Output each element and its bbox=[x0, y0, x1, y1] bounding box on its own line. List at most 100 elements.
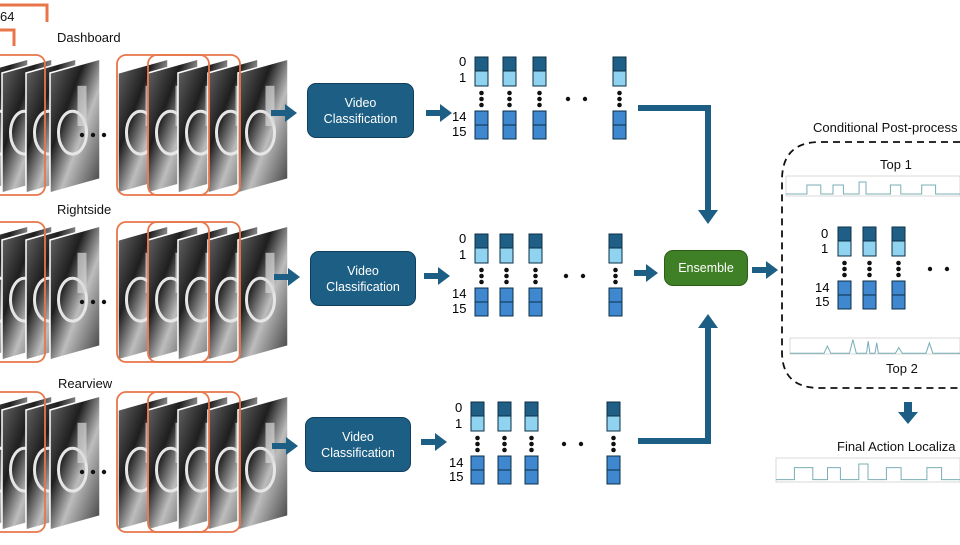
vertical-dot bbox=[613, 267, 618, 273]
class-index-1: 1 bbox=[455, 416, 463, 431]
top1-plot bbox=[785, 175, 960, 197]
vertical-dot bbox=[613, 279, 618, 285]
scores-rightside-column-3 bbox=[608, 233, 623, 317]
arrow-icon bbox=[646, 264, 658, 282]
model-label-line1: Video bbox=[347, 263, 379, 278]
scores-postprocess-column-2 bbox=[891, 226, 906, 310]
class-index-14: 14 bbox=[815, 280, 830, 295]
score-cell-mid bbox=[524, 469, 539, 485]
vertical-dot bbox=[504, 273, 509, 279]
score-cell-light bbox=[528, 247, 543, 264]
score-cell-dark bbox=[612, 56, 627, 72]
score-cell-light bbox=[524, 415, 539, 432]
ellipsis-dot bbox=[927, 266, 933, 272]
plot-line bbox=[790, 339, 960, 354]
ellipsis-dot bbox=[101, 132, 107, 138]
vertical-dot bbox=[529, 435, 534, 441]
score-cell-mid bbox=[862, 280, 877, 296]
score-cell-light bbox=[532, 70, 547, 87]
score-cell-light bbox=[497, 415, 512, 432]
final-localization-plot bbox=[775, 457, 960, 483]
model-label-line1: Video bbox=[344, 95, 377, 110]
class-index-15: 15 bbox=[449, 469, 464, 484]
top2-plot bbox=[789, 337, 960, 355]
class-index-15: 15 bbox=[815, 294, 830, 309]
vertical-dot bbox=[475, 441, 480, 447]
steering-wheel-shape bbox=[57, 276, 88, 323]
score-cell-mid bbox=[502, 110, 517, 126]
score-cell-mid bbox=[497, 469, 512, 485]
vertical-dot bbox=[475, 447, 480, 453]
score-cell-light bbox=[608, 247, 623, 264]
vertical-dot bbox=[479, 96, 484, 102]
clip-outline-rightside bbox=[147, 221, 241, 363]
arrow-icon bbox=[438, 267, 450, 285]
vertical-dot bbox=[611, 441, 616, 447]
vertical-dot bbox=[896, 272, 901, 278]
vertical-dot bbox=[502, 441, 507, 447]
arrow-icon bbox=[274, 274, 290, 280]
score-cell-light bbox=[474, 70, 489, 87]
score-cell-mid bbox=[606, 455, 621, 471]
class-index-15: 15 bbox=[452, 301, 467, 316]
class-index-14: 14 bbox=[452, 109, 467, 124]
driver-shape bbox=[265, 85, 275, 126]
score-cell-dark bbox=[497, 401, 512, 417]
vertical-dot bbox=[529, 441, 534, 447]
view-label-rightside: Rightside bbox=[57, 202, 112, 217]
frame-image bbox=[237, 58, 289, 194]
arrow-icon bbox=[435, 433, 447, 451]
vertical-dot bbox=[896, 266, 901, 272]
score-cell-mid bbox=[470, 455, 485, 471]
ellipsis-dot bbox=[582, 96, 588, 102]
vertical-dot bbox=[537, 102, 542, 108]
class-index-1: 1 bbox=[459, 247, 467, 262]
vertical-dot bbox=[475, 435, 480, 441]
arrow-icon bbox=[766, 261, 778, 279]
score-cell-mid bbox=[891, 294, 906, 310]
top2-label: Top 2 bbox=[886, 361, 918, 376]
class-index-0: 0 bbox=[459, 54, 467, 69]
score-cell-dark bbox=[474, 233, 489, 249]
class-index-1: 1 bbox=[459, 70, 467, 85]
clip-right-rightside-frame-4 bbox=[237, 225, 289, 361]
score-cell-light bbox=[470, 415, 485, 432]
clip-left-rightside-frame-3 bbox=[49, 225, 101, 361]
score-cell-mid bbox=[528, 301, 543, 317]
arrow-head-icon bbox=[698, 314, 718, 328]
ellipsis-dot bbox=[90, 469, 96, 475]
ensemble-box: Ensemble bbox=[664, 250, 748, 286]
score-cell-mid bbox=[532, 110, 547, 126]
arrow-icon bbox=[288, 268, 300, 286]
class-index-15: 15 bbox=[452, 124, 467, 139]
plot-frame bbox=[785, 175, 960, 197]
vertical-dot bbox=[842, 272, 847, 278]
scores-rightside-column-0 bbox=[474, 233, 489, 317]
clip-outline-rearview bbox=[147, 391, 241, 533]
score-cell-dark bbox=[837, 226, 852, 242]
arrow-icon bbox=[426, 110, 442, 116]
driver-shape bbox=[77, 422, 87, 463]
ellipsis-dot bbox=[563, 273, 569, 279]
frame-image bbox=[237, 225, 289, 361]
score-cell-mid bbox=[502, 124, 517, 140]
score-cell-dark bbox=[608, 233, 623, 249]
clip-outline-dashboard bbox=[147, 54, 241, 196]
vertical-dot bbox=[479, 279, 484, 285]
score-cell-mid bbox=[891, 280, 906, 296]
vertical-dot bbox=[502, 435, 507, 441]
model-label-line2: Classification bbox=[321, 445, 395, 460]
score-cell-dark bbox=[470, 401, 485, 417]
driver-shape bbox=[265, 252, 275, 293]
vertical-dot bbox=[479, 102, 484, 108]
score-cell-dark bbox=[524, 401, 539, 417]
vertical-dot bbox=[867, 266, 872, 272]
clip-right-rearview-frame-4 bbox=[237, 395, 289, 531]
score-cell-mid bbox=[606, 469, 621, 485]
scores-rearview-column-1 bbox=[497, 401, 512, 485]
scores-rightside-column-1 bbox=[499, 233, 514, 317]
scores-postprocess-column-0 bbox=[837, 226, 852, 310]
